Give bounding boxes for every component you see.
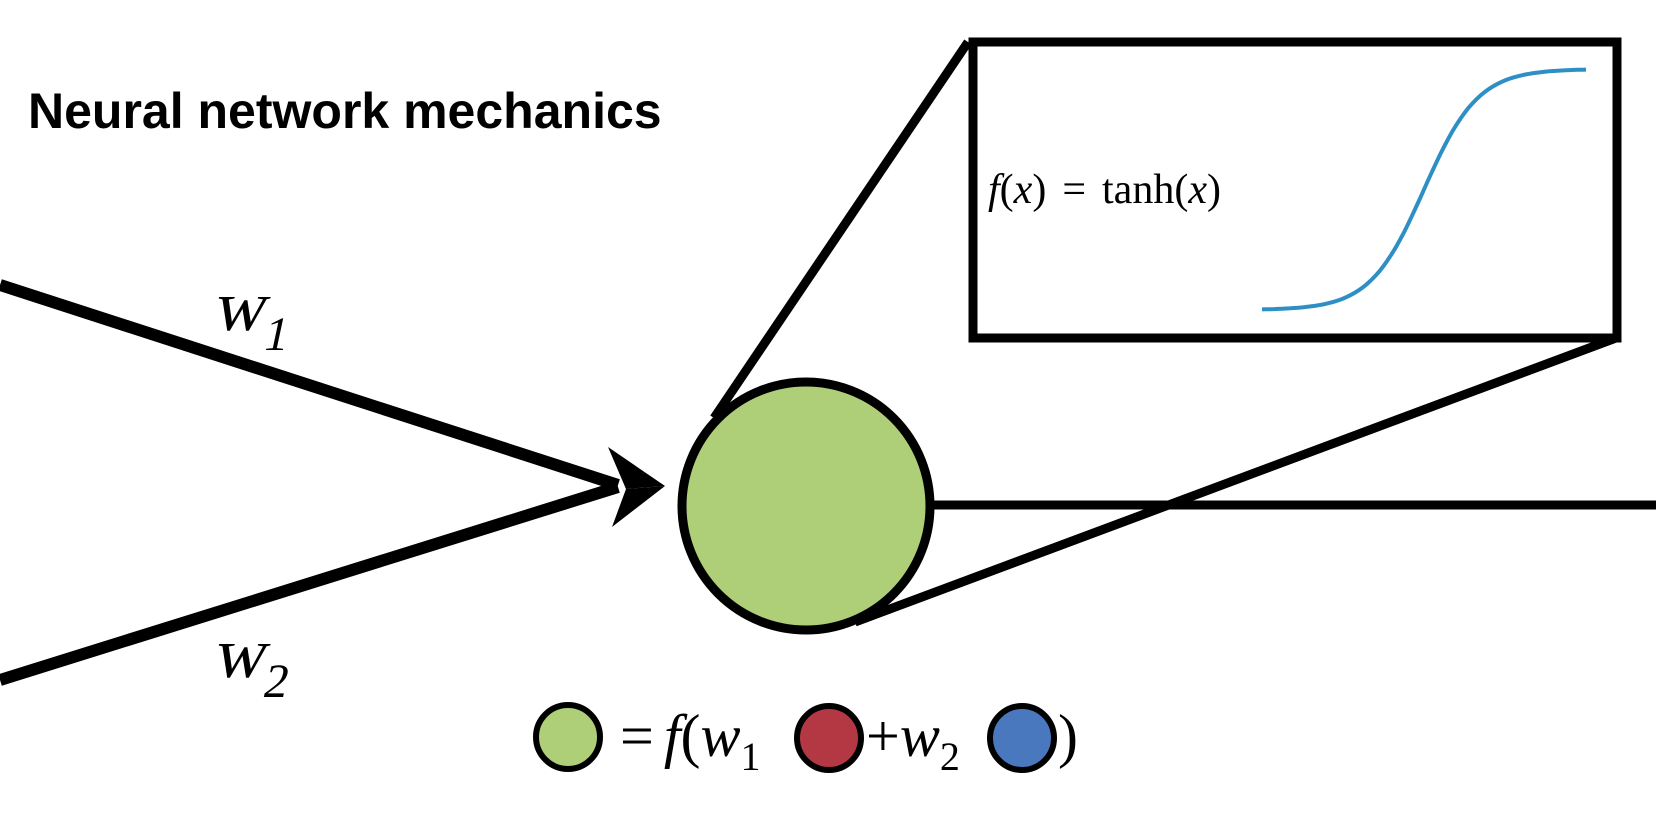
output-node-symbol xyxy=(533,702,603,772)
input-edge-2 xyxy=(0,481,620,686)
equation-middle: +w2 xyxy=(866,703,960,779)
equation-close: ) xyxy=(1058,703,1078,769)
weight-label-1: w1 xyxy=(205,266,303,361)
input-edge-1 xyxy=(0,279,620,491)
equation-prefix: =f(w1 xyxy=(620,703,761,779)
output-node xyxy=(677,377,935,635)
zoom-line-top xyxy=(710,39,972,421)
input-node-2-symbol xyxy=(987,703,1057,773)
activation-formula: f(x)=tanh(x) xyxy=(988,167,1221,213)
tanh-curve xyxy=(1261,67,1587,312)
update-equation: =f(w1 +w2 ) xyxy=(533,702,1078,779)
slide-title: Neural network mechanics xyxy=(28,83,662,139)
arrowhead-1 xyxy=(608,447,665,489)
input-node-1-symbol xyxy=(794,703,864,773)
weight-label-2: w2 xyxy=(205,613,303,708)
zoom-line-bottom xyxy=(853,333,1618,627)
activation-inset xyxy=(968,37,1622,343)
arrowhead-2 xyxy=(612,486,665,527)
